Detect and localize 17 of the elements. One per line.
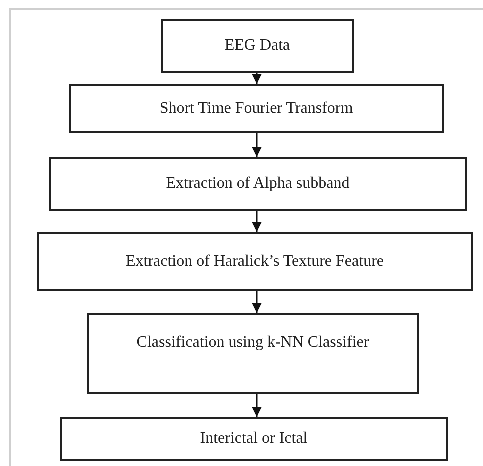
process-box (161, 19, 354, 73)
box-label: Short Time Fourier Transform (160, 98, 354, 118)
arrow (252, 211, 262, 232)
arrow (252, 133, 262, 157)
process-box (69, 84, 444, 133)
box-label: Extraction of Alpha subband (166, 174, 350, 194)
process-box (49, 157, 467, 211)
box-label: Interictal or Ictal (200, 429, 308, 449)
arrow (252, 394, 262, 417)
arrow (252, 73, 262, 84)
process-box (87, 313, 419, 394)
box-label: EEG Data (224, 36, 290, 56)
box-label: Classification using k-NN Classifier (136, 333, 370, 352)
process-box (37, 232, 473, 291)
box-label: Extraction of Haralick’s Texture Feature (126, 252, 384, 272)
arrow (252, 291, 262, 313)
process-box (60, 417, 448, 461)
